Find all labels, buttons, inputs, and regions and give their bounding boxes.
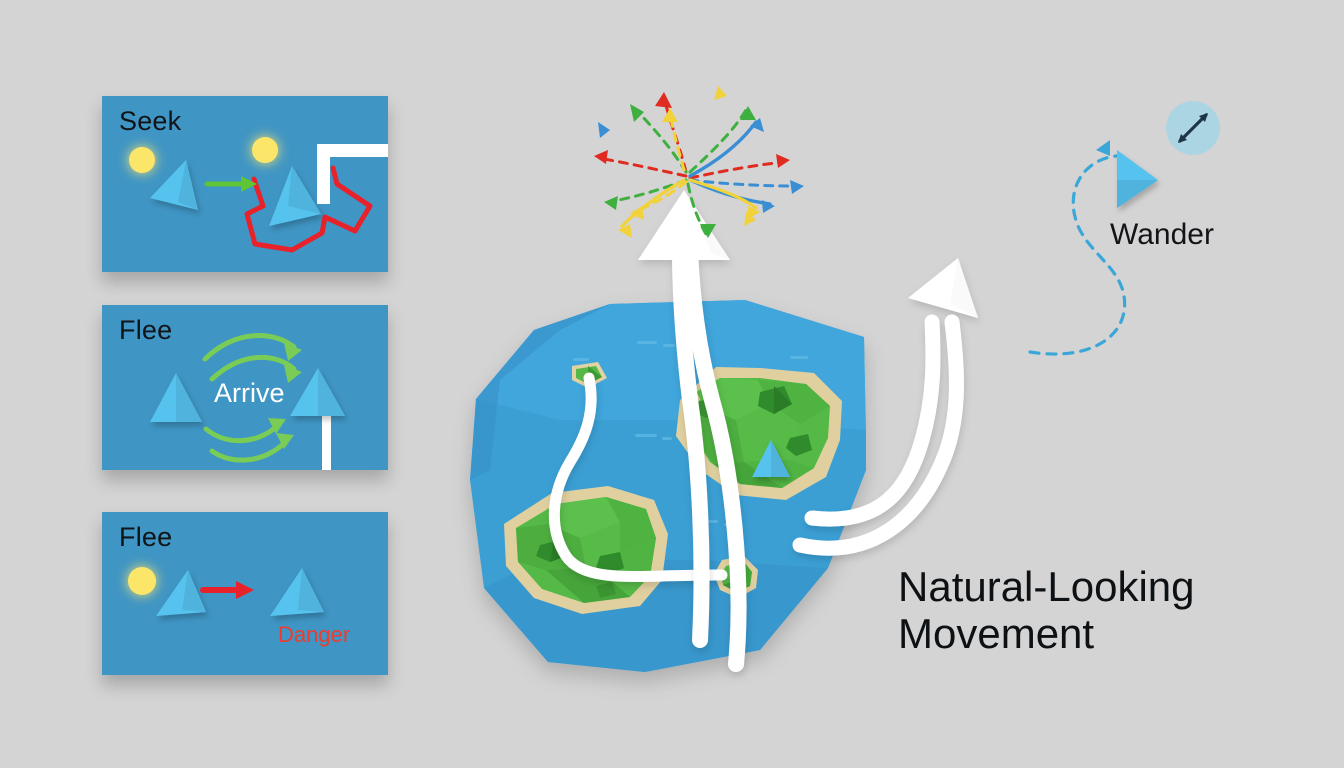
- panel-flee-title: Flee: [119, 522, 173, 552]
- panel-seek: Seek: [102, 96, 388, 272]
- panel-seek-title: Seek: [119, 106, 182, 136]
- seek-wall: [317, 144, 388, 204]
- panel-flee-danger-label: Danger: [278, 622, 351, 647]
- arrive-agent-left: [150, 373, 202, 422]
- panel-flee: Flee Danger: [102, 512, 388, 675]
- panel-arrive-graphic: [150, 333, 345, 471]
- flee-agent-right: [270, 568, 324, 616]
- seek-agent-left: [150, 160, 198, 210]
- arrive-agent-right: [290, 368, 345, 416]
- panel-seek-graphic: [129, 137, 388, 253]
- arrive-arrowheads: [268, 343, 302, 449]
- wander-path: [1028, 154, 1127, 356]
- arrow-to-burst: [638, 190, 747, 672]
- headline: Natural-Looking Movement: [898, 563, 1195, 657]
- panel-flee-graphic: [128, 567, 324, 616]
- map-route-path: [548, 372, 728, 583]
- flee-agent-left: [156, 570, 206, 616]
- seek-erratic-path: [244, 165, 373, 253]
- panel-arrive-inner-label: Arrive: [214, 378, 285, 408]
- wander-agent-triangle: [1117, 150, 1158, 208]
- flee-direction-arrow: [200, 581, 254, 599]
- agent-triangle-on-map: [752, 440, 790, 477]
- seek-target-right: [252, 137, 278, 163]
- arrive-curved-arrows: [202, 333, 297, 463]
- burst-arrowheads: [594, 86, 804, 238]
- wander-path-arrowhead: [1096, 140, 1110, 156]
- flee-threat-glow: [128, 567, 156, 595]
- expand-diagonal-arrow-icon: [1178, 113, 1208, 143]
- wander-label: Wander: [1110, 218, 1214, 251]
- seek-direction-arrow: [204, 176, 257, 192]
- arrow-to-wander: [792, 258, 978, 556]
- seek-agent-right: [269, 166, 321, 226]
- seek-target-left: [129, 147, 155, 173]
- wander-randomness-circle: [1166, 101, 1220, 155]
- headline-line-2: Movement: [898, 610, 1095, 658]
- panel-arrive-title: Flee: [119, 315, 173, 345]
- arrive-goal-post: [322, 393, 331, 471]
- panel-arrive: Flee Arrive: [102, 305, 388, 471]
- headline-line-1: Natural-Looking: [898, 563, 1195, 610]
